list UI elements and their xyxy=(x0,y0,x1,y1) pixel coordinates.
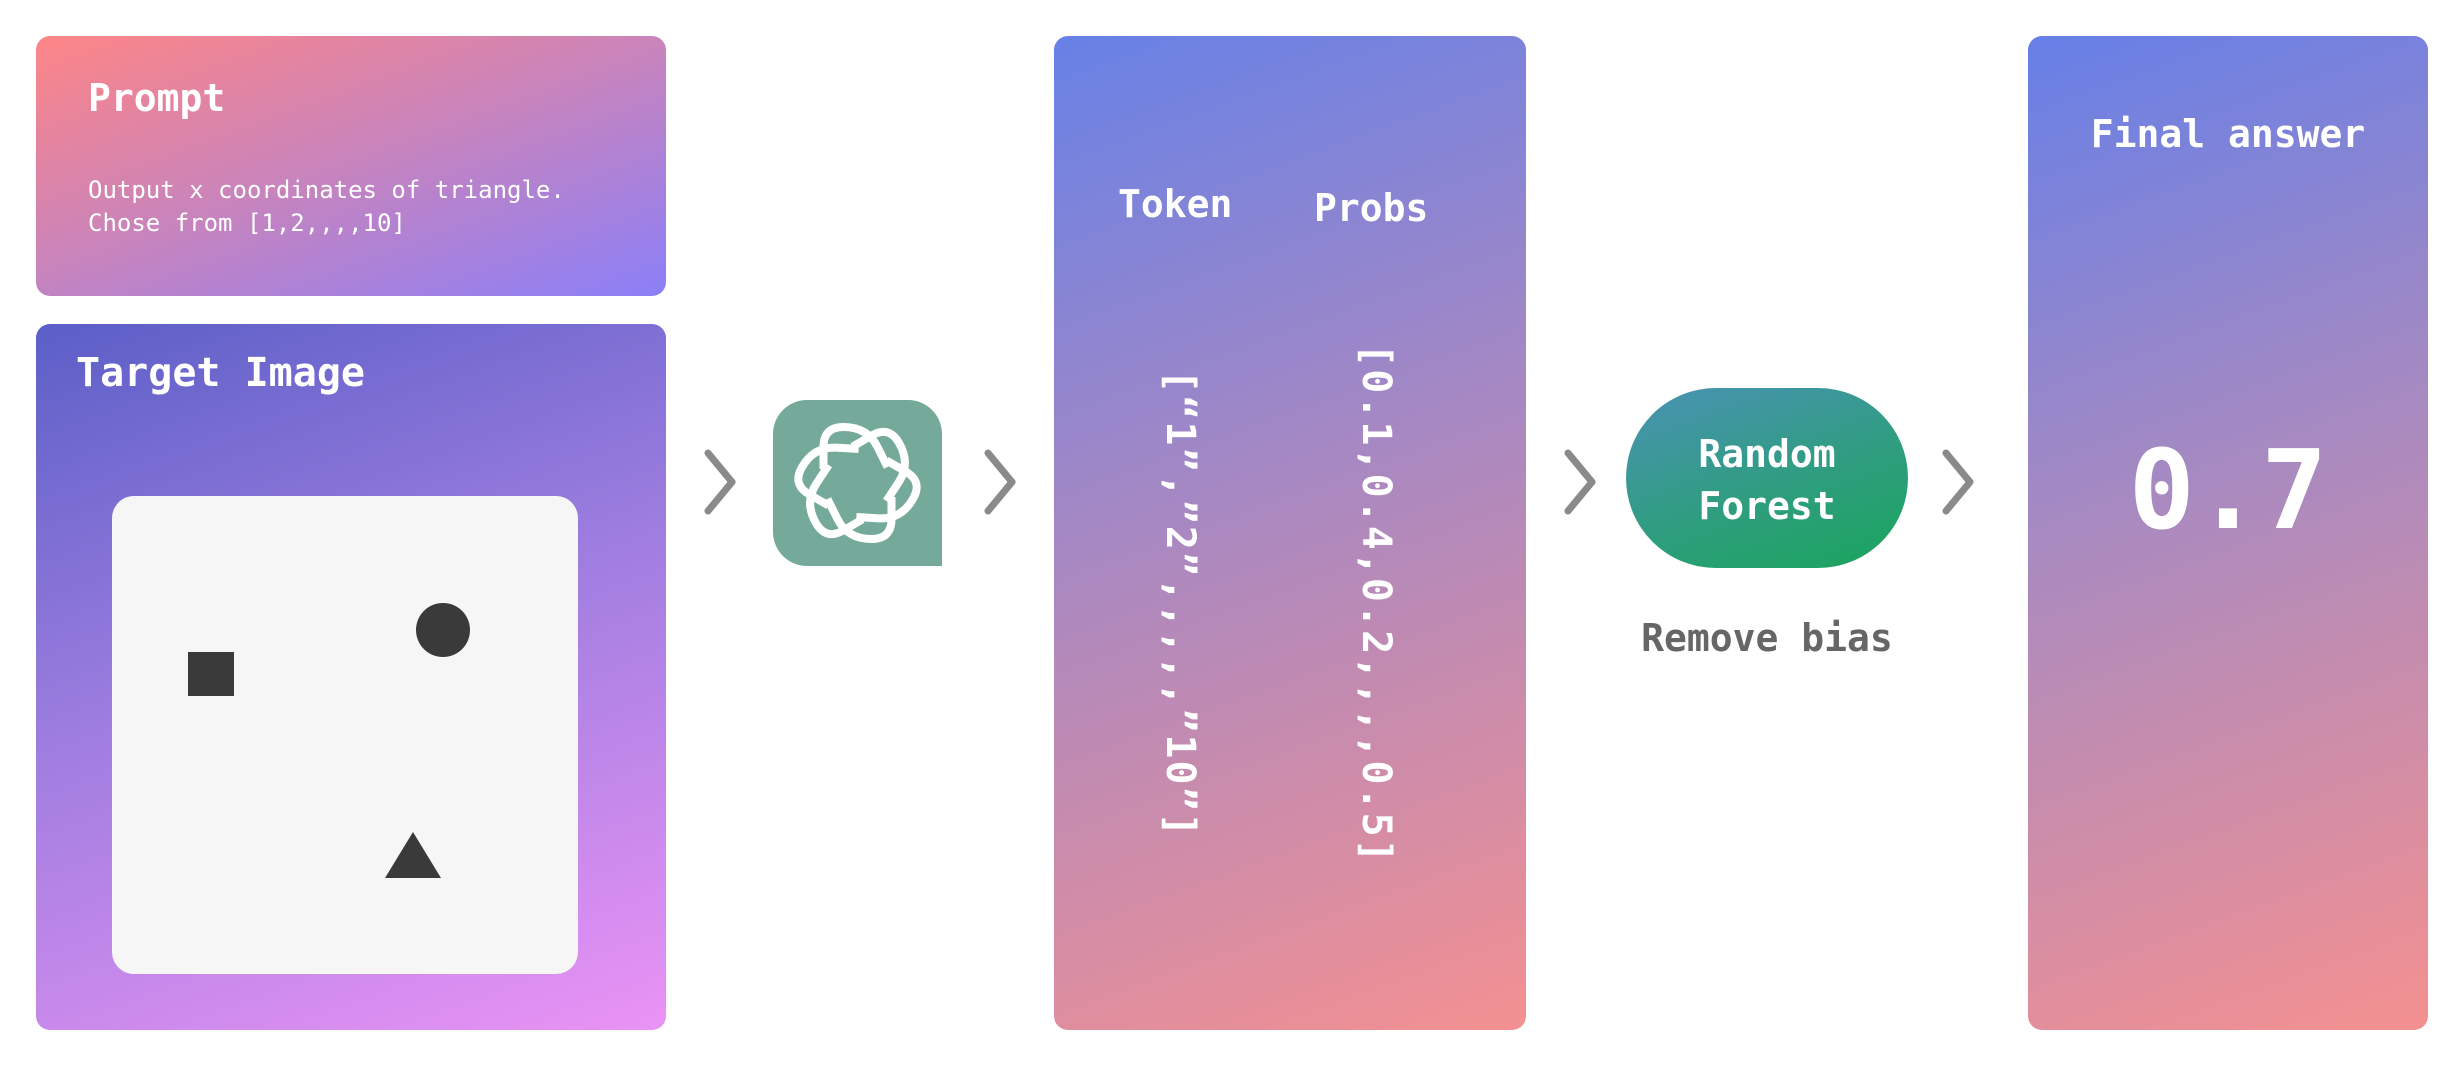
prompt-title: Prompt xyxy=(88,76,226,120)
probs-header: Probs xyxy=(1314,186,1429,230)
token-list: [“1”,”2”,,,,,”10”] xyxy=(1157,369,1203,839)
target-image-title: Target Image xyxy=(76,350,365,396)
random-forest-line-2: Forest xyxy=(1698,484,1836,528)
chevron-right-icon xyxy=(704,449,736,515)
prompt-line-2: Chose from [1,2,,,,10] xyxy=(88,209,406,237)
square-shape xyxy=(188,652,234,696)
chevron-right-icon xyxy=(1564,449,1596,515)
circle-shape xyxy=(416,603,470,657)
final-answer-panel: Final answer 0.7 xyxy=(2028,36,2428,1030)
target-image-shapes xyxy=(188,603,470,878)
chevron-right-icon xyxy=(1942,449,1974,515)
random-forest-line-1: Random xyxy=(1698,432,1836,476)
prompt-panel: Prompt Output x coordinates of triangle.… xyxy=(36,36,666,296)
random-forest-label: Random Forest xyxy=(1626,428,1908,532)
remove-bias-caption: Remove bias xyxy=(1641,616,1893,660)
probs-list: [0.1,0.4,0.2,,,,0.5] xyxy=(1353,343,1399,865)
final-answer-value: 0.7 xyxy=(2128,426,2328,554)
target-image-canvas xyxy=(112,496,578,974)
openai-logo-icon xyxy=(773,400,942,566)
random-forest-node: Random Forest xyxy=(1626,388,1908,568)
openai-knot-icon xyxy=(794,423,921,543)
target-image-panel: Target Image xyxy=(36,324,666,1030)
token-header: Token xyxy=(1118,182,1233,226)
prompt-text: Output x coordinates of triangle. Chose … xyxy=(88,174,565,240)
triangle-shape xyxy=(385,832,441,878)
chevron-right-icon xyxy=(984,449,1016,515)
prompt-line-1: Output x coordinates of triangle. xyxy=(88,176,565,204)
final-answer-title: Final answer xyxy=(2090,112,2366,156)
token-probs-panel: Token Probs [“1”,”2”,,,,,”10”] [0.1,0.4,… xyxy=(1054,36,1526,1030)
